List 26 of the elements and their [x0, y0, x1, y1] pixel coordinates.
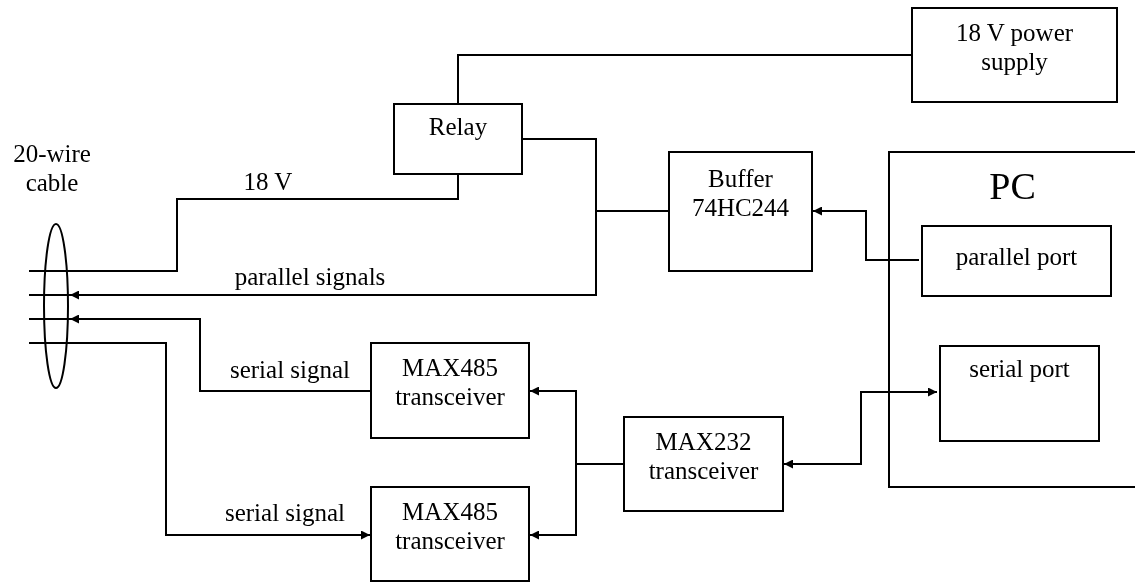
- parallel-port-block: [921, 225, 1112, 297]
- connector-line: [457, 54, 912, 104]
- block-label: MAX232 transceiver: [647, 428, 760, 486]
- relay-block: [393, 103, 523, 175]
- serial-port-block: [939, 345, 1100, 442]
- connector-line: [69, 174, 459, 272]
- block-label: PC: [988, 165, 1037, 209]
- connector-line: [783, 387, 938, 469]
- buffer-block: [668, 151, 813, 272]
- pc-block: [888, 151, 1135, 488]
- block-label: MAX485 transceiver: [394, 498, 506, 556]
- transceiver-block: [623, 416, 784, 512]
- block-label: parallel port: [954, 243, 1079, 272]
- transceiver-block: [370, 342, 530, 439]
- block-label: serial port: [968, 355, 1071, 384]
- connector-line: [812, 206, 920, 261]
- block-label: Buffer 74HC244: [690, 165, 791, 223]
- connector-line: [529, 463, 624, 540]
- cable-label: 20-wire cable: [12, 140, 92, 198]
- block-label: 18 V power supply: [954, 19, 1075, 77]
- transceiver-block: [370, 486, 530, 582]
- connector-line: [69, 342, 371, 540]
- connector-line: [69, 314, 371, 392]
- block-label: Relay: [427, 113, 489, 142]
- block-label: MAX485 transceiver: [394, 354, 506, 412]
- power-supply-block: [911, 7, 1118, 103]
